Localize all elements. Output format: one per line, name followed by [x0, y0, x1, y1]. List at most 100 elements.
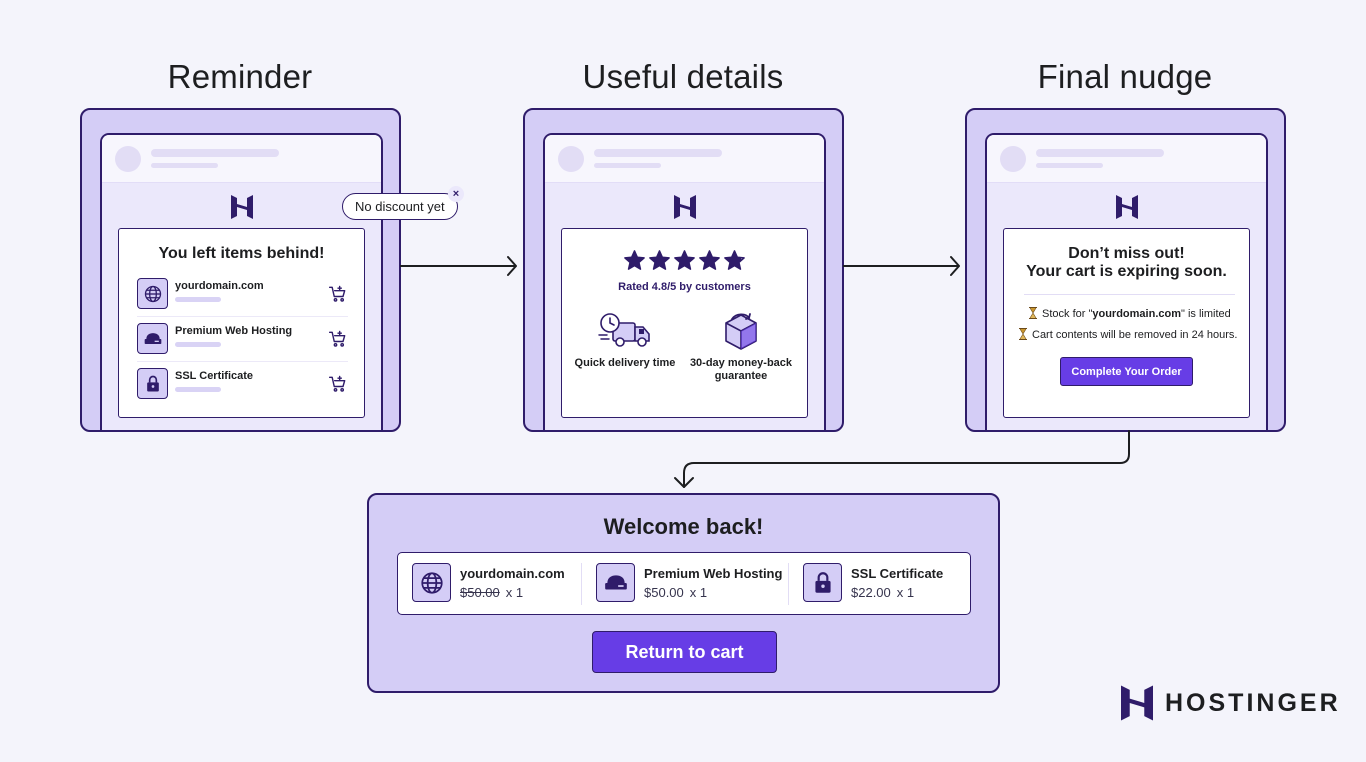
details-card: Rated 4.8/5 by customers Quick delivery … [561, 228, 808, 418]
hostinger-logo-icon [674, 195, 696, 219]
feature-label: 30-day money-back guarantee [689, 357, 793, 382]
nudge-screen: Don’t miss out! Your cart is expiring so… [985, 133, 1268, 430]
text-placeholder [175, 297, 221, 302]
star-icon [699, 250, 720, 270]
quantity: x 1 [505, 585, 524, 600]
email-header [545, 135, 824, 183]
nudge-title-line: Don’t miss out! [1068, 245, 1185, 262]
divider [788, 563, 789, 605]
nudge-phone-frame: Don’t miss out! Your cart is expiring so… [965, 108, 1286, 432]
flow-arrow-return [674, 430, 1130, 488]
add-to-cart-icon[interactable] [328, 374, 348, 394]
text-placeholder [175, 342, 221, 347]
divider [581, 563, 582, 605]
welcome-back-panel: Welcome back! yourdomain.com $50.00 x 1 P… [367, 493, 1000, 693]
star-rating [562, 249, 807, 272]
item-price: $50.00 x 1 [644, 585, 707, 600]
complete-order-button[interactable]: Complete Your Order [1060, 357, 1193, 386]
details-phone-frame: Rated 4.8/5 by customers Quick delivery … [523, 108, 844, 432]
hourglass-icon [1028, 307, 1038, 319]
lock-icon [137, 368, 168, 399]
flow-arrow [843, 256, 960, 276]
price: $22.00 [851, 585, 891, 600]
abandoned-cart-card: You left items behind! yourdomain.com Pr… [118, 228, 365, 418]
text-placeholder [1036, 149, 1164, 157]
welcome-title: Welcome back! [603, 514, 764, 539]
globe-icon [412, 563, 451, 602]
reminder-screen: You left items behind! yourdomain.com Pr… [100, 133, 383, 430]
return-box-icon [725, 313, 757, 350]
item-name: SSL Certificate [851, 566, 944, 581]
rating-text: Rated 4.8/5 by customers [618, 281, 751, 293]
close-icon[interactable]: × [448, 186, 464, 202]
item-name: yourdomain.com [460, 566, 565, 581]
cart-item-row: yourdomain.com [137, 272, 348, 317]
feature-money-back: 30-day money-back guarantee [682, 311, 800, 383]
delivery-truck-icon [598, 313, 650, 347]
globe-icon [137, 278, 168, 309]
lock-icon [803, 563, 842, 602]
stage-title-reminder: Reminder [167, 58, 313, 95]
text-placeholder [594, 149, 722, 157]
stock-domain: yourdomain.com [1092, 308, 1181, 320]
cart-item-row: Premium Web Hosting [137, 317, 348, 362]
stage-title-final-nudge: Final nudge [1037, 58, 1213, 95]
divider [137, 361, 348, 362]
stock-prefix: Stock for " [1042, 308, 1093, 320]
hostinger-logo-icon [1116, 195, 1138, 219]
hostinger-brand: HOSTINGER [1121, 684, 1341, 722]
price: $50.00 [460, 585, 500, 600]
removal-text: Cart contents will be removed in 24 hour… [1032, 329, 1238, 341]
card-title: You left items behind! [158, 245, 325, 262]
item-name: Premium Web Hosting [644, 566, 783, 581]
text-placeholder [151, 149, 279, 157]
nudge-title-line: Your cart is expiring soon. [1026, 263, 1227, 280]
item-name: SSL Certificate [175, 370, 254, 382]
hostinger-logo-icon [1121, 684, 1153, 722]
cart-item-row: SSL Certificate [137, 362, 348, 407]
add-to-cart-icon[interactable] [328, 329, 348, 349]
flow-arrow [400, 256, 517, 276]
no-discount-tooltip: No discount yet [342, 193, 458, 220]
stage-title-useful-details: Useful details [582, 58, 784, 95]
text-placeholder [1036, 163, 1103, 168]
text-placeholder [175, 387, 221, 392]
server-icon [596, 563, 635, 602]
email-header [987, 135, 1266, 183]
removal-notice: Cart contents will be removed in 24 hour… [1018, 328, 1237, 341]
hourglass-icon [1018, 328, 1028, 340]
stock-notice: Stock for "yourdomain.com" is limited [1028, 307, 1231, 320]
text-placeholder [151, 163, 218, 168]
feature-quick-delivery: Quick delivery time [566, 311, 684, 370]
avatar-placeholder [115, 146, 141, 172]
stock-suffix: " is limited [1181, 308, 1231, 320]
server-icon [137, 323, 168, 354]
item-name: yourdomain.com [175, 280, 264, 292]
item-price: $22.00 x 1 [851, 585, 914, 600]
text-placeholder [594, 163, 661, 168]
avatar-placeholder [558, 146, 584, 172]
details-screen: Rated 4.8/5 by customers Quick delivery … [543, 133, 826, 430]
nudge-card: Don’t miss out! Your cart is expiring so… [1003, 228, 1250, 418]
quantity: x 1 [689, 585, 708, 600]
return-to-cart-button[interactable]: Return to cart [592, 631, 777, 673]
star-icon [724, 250, 745, 270]
star-icon [624, 250, 645, 270]
divider [137, 316, 348, 317]
cart-summary: yourdomain.com $50.00 x 1 Premium Web Hos… [397, 552, 971, 615]
hostinger-logo-icon [231, 195, 253, 219]
divider [1024, 294, 1235, 295]
nudge-title: Don’t miss out! Your cart is expiring so… [1004, 245, 1249, 281]
reminder-phone-frame: You left items behind! yourdomain.com Pr… [80, 108, 401, 432]
price: $50.00 [644, 585, 684, 600]
feature-label: Quick delivery time [574, 357, 676, 369]
item-price: $50.00 x 1 [460, 585, 523, 600]
item-name: Premium Web Hosting [175, 325, 293, 337]
quantity: x 1 [896, 585, 915, 600]
star-icon [674, 250, 695, 270]
email-header [102, 135, 381, 183]
avatar-placeholder [1000, 146, 1026, 172]
star-icon [649, 250, 670, 270]
brand-name: HOSTINGER [1165, 688, 1341, 717]
add-to-cart-icon[interactable] [328, 284, 348, 304]
